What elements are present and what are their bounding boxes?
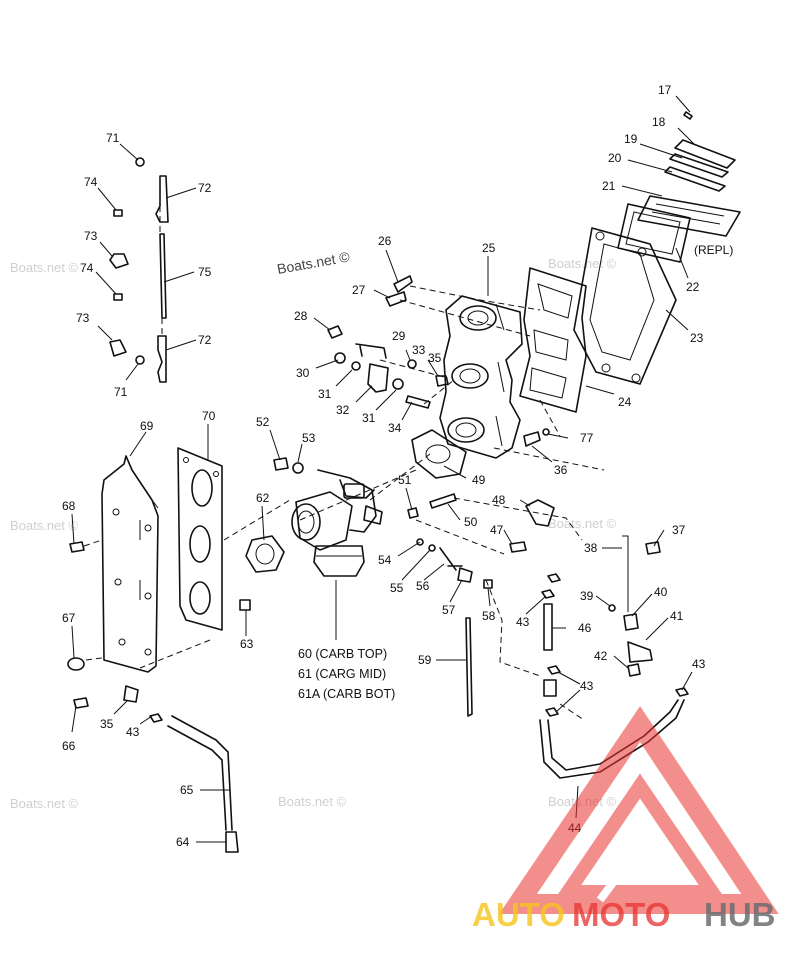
callout-40: 40: [654, 585, 668, 599]
callout-19: 19: [624, 132, 638, 146]
carb-mid-note: 61 (CARG MID): [298, 667, 386, 681]
hose-65: [167, 715, 233, 831]
callout-35: 35: [100, 717, 114, 731]
callout-32: 32: [336, 403, 350, 417]
callout-25: 25: [482, 241, 496, 255]
callout-49: 49: [472, 473, 486, 487]
intake-manifold: [439, 295, 523, 459]
callout-39: 39: [580, 589, 594, 603]
callout-24: 24: [618, 395, 632, 409]
callout-23: 23: [690, 331, 704, 345]
watermark-text: Boats.net ©: [548, 516, 617, 531]
callout-41: 41: [670, 609, 684, 623]
callout-52: 52: [256, 415, 270, 429]
carburetor: [291, 469, 383, 577]
callout-26: 26: [378, 234, 392, 248]
callout-34: 34: [388, 421, 402, 435]
callout-72: 72: [198, 333, 212, 347]
assembly-lines: [83, 206, 605, 721]
reed-plate-stack: [519, 111, 741, 413]
callout-64: 64: [176, 835, 190, 849]
callout-labels: 17 18 19 20 21 (REPL) 22 23 24 25 26 27 …: [62, 83, 733, 849]
linkage-assembly: [109, 157, 169, 383]
callout-21: 21: [602, 179, 616, 193]
gasket-62: [245, 535, 285, 573]
callout-63: 63: [240, 637, 254, 651]
callout-58: 58: [482, 609, 496, 623]
callout-31: 31: [362, 411, 376, 425]
callout-59: 59: [418, 653, 432, 667]
watermark-text-center: Boats.net ©: [276, 248, 352, 277]
callout-66: 66: [62, 739, 76, 753]
callout-75: 75: [198, 265, 212, 279]
logo-word-auto: AUTO: [472, 896, 565, 933]
automotohub-logo: [499, 706, 779, 914]
watermark-text: Boats.net ©: [548, 256, 617, 271]
callout-50: 50: [464, 515, 478, 529]
callout-56: 56: [416, 579, 430, 593]
callout-38: 38: [584, 541, 598, 555]
watermark-text: Boats.net ©: [278, 794, 347, 809]
cover-plate-69: [101, 455, 159, 673]
logo-triangle-outer: [499, 706, 779, 914]
callout-68: 68: [62, 499, 76, 513]
callout-43: 43: [580, 679, 594, 693]
logo-triangle-inner: [554, 773, 726, 899]
callout-54: 54: [378, 553, 392, 567]
callout-42: 42: [594, 649, 608, 663]
callout-35: 35: [428, 351, 442, 365]
callout-37: 37: [672, 523, 686, 537]
carb-gasket: [411, 429, 467, 479]
callout-46: 46: [578, 621, 592, 635]
callout-62: 62: [256, 491, 270, 505]
callout-74: 74: [84, 175, 98, 189]
callout-53: 53: [302, 431, 316, 445]
callout-65: 65: [180, 783, 194, 797]
callout-48: 48: [492, 493, 506, 507]
callout-43: 43: [516, 615, 530, 629]
callout-51: 51: [398, 473, 412, 487]
watermark-text: Boats.net ©: [10, 260, 79, 275]
gasket-plate-70: [177, 447, 223, 631]
callout-36: 36: [554, 463, 568, 477]
callout-33: 33: [412, 343, 426, 357]
carb-top-note: 60 (CARB TOP): [298, 647, 387, 661]
logo-road-stripe: [596, 829, 676, 903]
callout-43: 43: [126, 725, 140, 739]
callout-43: 43: [692, 657, 706, 671]
callout-77: 77: [580, 431, 594, 445]
callout-73: 73: [84, 229, 98, 243]
callout-47: 47: [490, 523, 504, 537]
callout-73: 73: [76, 311, 90, 325]
callout-74: 74: [80, 261, 94, 275]
carb-bot-note: 61A (CARB BOT): [298, 687, 395, 701]
callout-20: 20: [608, 151, 622, 165]
callout-18: 18: [652, 115, 666, 129]
callout-69: 69: [140, 419, 154, 433]
callout-17: 17: [658, 83, 672, 97]
watermark-text: Boats.net ©: [10, 796, 79, 811]
callout-57: 57: [442, 603, 456, 617]
fasteners: [67, 275, 689, 853]
callout-29: 29: [392, 329, 406, 343]
watermark-text: Boats.net ©: [10, 518, 79, 533]
logo-word-moto: MOTO: [572, 896, 670, 933]
callout-55: 55: [390, 581, 404, 595]
callout-28: 28: [294, 309, 308, 323]
callout-72: 72: [198, 181, 212, 195]
repl-note: (REPL): [694, 243, 733, 257]
callout-71: 71: [114, 385, 128, 399]
callout-27: 27: [352, 283, 366, 297]
callout-67: 67: [62, 611, 76, 625]
callout-30: 30: [296, 366, 310, 380]
callout-22: 22: [686, 280, 700, 294]
callout-71: 71: [106, 131, 120, 145]
callout-31: 31: [318, 387, 332, 401]
logo-word-hub: HUB: [704, 896, 776, 933]
automotohub-wordmark: AUTO MOTO HUB: [472, 896, 776, 933]
leader-lines: [71, 95, 695, 843]
callout-70: 70: [202, 409, 216, 423]
